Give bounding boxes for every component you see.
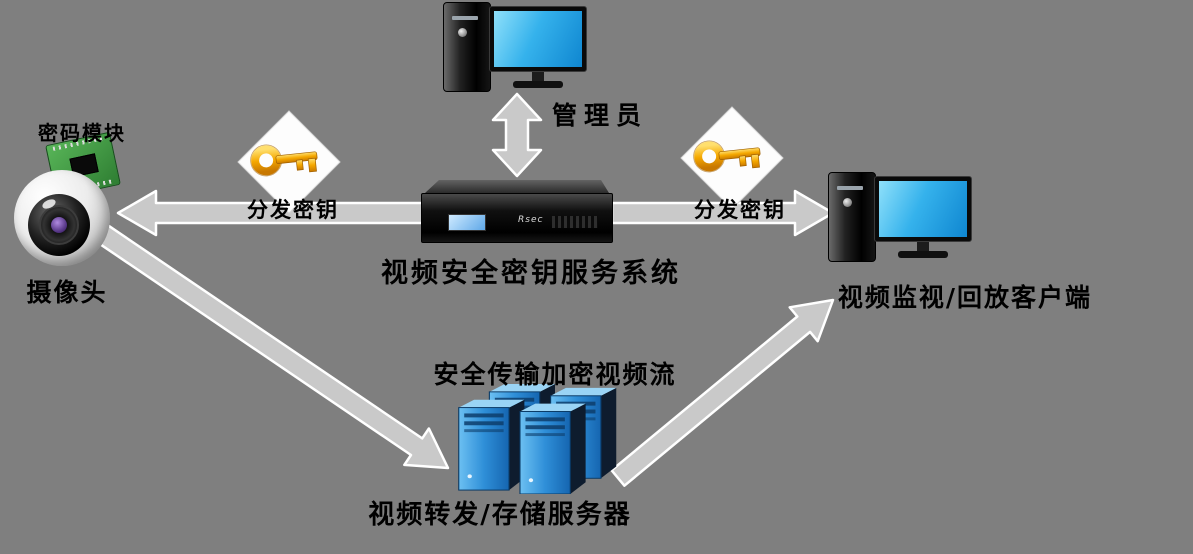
- gold-key-icon: [693, 140, 761, 173]
- power-button-icon: [843, 198, 852, 207]
- client-computer-icon: [828, 172, 978, 264]
- camera-iris: [39, 205, 79, 245]
- rack-lcd-display: [448, 214, 486, 231]
- admin-computer-icon: [443, 2, 593, 94]
- pc-monitor-icon: [489, 6, 587, 72]
- server-tower-cluster-icon: [458, 384, 617, 494]
- camera-label: 摄像头: [26, 278, 108, 307]
- pc-tower-icon: [828, 172, 876, 262]
- rack-vents: [552, 216, 598, 228]
- monitor-base: [513, 81, 563, 88]
- monitor-screen: [494, 11, 582, 67]
- storage-server-label: 视频转发/存储服务器: [368, 500, 632, 530]
- key-badge-left: [237, 110, 341, 214]
- drive-slot: [837, 186, 863, 190]
- monitor-neck: [917, 242, 929, 251]
- key-server-label: 视频安全密钥服务系统: [381, 258, 681, 289]
- pc-monitor-icon: [874, 176, 972, 242]
- server-tower: [519, 403, 587, 494]
- arrow-camera-storage: [93, 222, 450, 470]
- rack-front-face: Rsec: [421, 193, 613, 243]
- monitor-screen: [879, 181, 967, 237]
- rack-top-face: [425, 180, 609, 193]
- server-tower: [458, 399, 525, 491]
- distribute-key-left-label: 分发密钥: [247, 198, 339, 222]
- client-label: 视频监视/回放客户端: [837, 283, 1093, 312]
- key-badge-right: [680, 106, 784, 210]
- power-button-icon: [458, 28, 467, 37]
- arrow-storage-client: [610, 298, 835, 487]
- gold-key-icon: [250, 144, 318, 177]
- pc-tower-icon: [443, 2, 491, 92]
- monitor-base: [898, 251, 948, 258]
- rack-server-icon: Rsec: [421, 178, 613, 244]
- dome-camera-icon: [12, 168, 116, 272]
- monitor-neck: [532, 72, 544, 81]
- crypto-module-label: 密码模块: [38, 121, 126, 145]
- rack-brand-text: Rsec: [518, 215, 544, 225]
- camera-pupil: [51, 217, 67, 233]
- admin-label: 管理员: [551, 101, 649, 130]
- arrow-admin-keyserver: [491, 92, 543, 178]
- distribute-key-right-label: 分发密钥: [694, 198, 786, 222]
- encrypted-stream-label: 安全传输加密视频流: [433, 360, 677, 389]
- drive-slot: [452, 16, 478, 20]
